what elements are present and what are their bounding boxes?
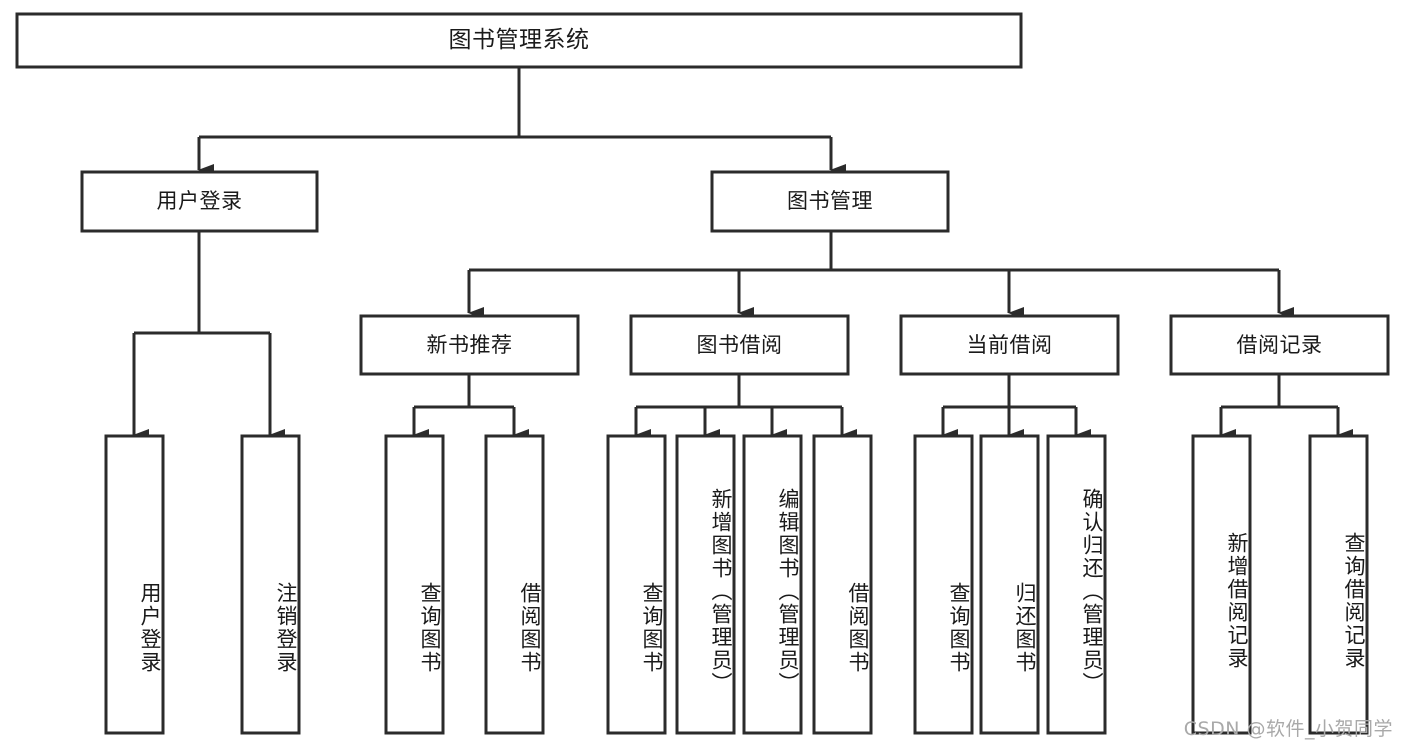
node-current-borrow[interactable] [899,314,1120,376]
node-leaf-logout-login[interactable] [240,434,301,735]
node-leaf-add-record[interactable] [1191,434,1252,735]
node-user-login[interactable] [80,170,319,233]
node-leaf-query-book-2[interactable] [606,434,667,735]
node-borrow-record[interactable] [1169,314,1390,376]
node-leaf-return-book[interactable] [979,434,1040,735]
node-book-manage[interactable] [710,170,950,233]
node-leaf-user-login[interactable] [104,434,165,735]
node-leaf-borrow-book-1[interactable] [484,434,545,735]
node-box-group [15,12,1390,735]
node-leaf-edit-book[interactable] [742,434,803,735]
node-root[interactable] [15,12,1023,69]
node-leaf-borrow-book-2[interactable] [812,434,873,735]
node-leaf-query-record[interactable] [1308,434,1369,735]
node-leaf-confirm-return[interactable] [1046,434,1107,735]
node-leaf-query-book-3[interactable] [913,434,974,735]
connector-group [132,67,1353,441]
node-leaf-add-book[interactable] [675,434,736,735]
node-book-borrow[interactable] [629,314,850,376]
csdn-watermark: CSDN @软件_小贺同学 [1183,718,1393,740]
node-new-book-recommend[interactable] [359,314,580,376]
node-leaf-query-book-1[interactable] [384,434,445,735]
